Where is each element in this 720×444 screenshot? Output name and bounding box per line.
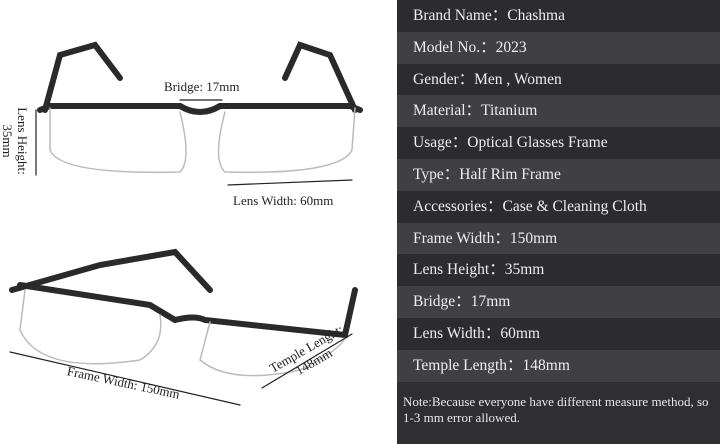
glasses-illustration [9, 41, 363, 406]
spec-value: Optical Glasses Frame [467, 134, 608, 152]
spec-value: 150mm [509, 229, 558, 247]
spec-value: 60mm [500, 324, 540, 342]
spec-row: Bridge：17mm [397, 286, 720, 318]
spec-value: Titanium [481, 102, 538, 120]
spec-value: Men , Women [474, 70, 562, 88]
spec-label: Lens Height： [413, 261, 505, 279]
lens-height-label: Lens Height: [15, 107, 30, 175]
spec-value: 35mm [504, 261, 545, 279]
spec-label: Bridge： [413, 293, 471, 311]
spec-row: Accessories：Case & Cleaning Cloth [397, 190, 720, 223]
note-text: Note:Because everyone have different mea… [403, 393, 709, 425]
spec-value: Case & Cleaning Cloth [502, 197, 647, 215]
spec-value: Half Rim Frame [459, 165, 561, 183]
spec-row: Model No.：2023 [397, 31, 720, 64]
spec-label: Brand Name： [413, 7, 508, 24]
spec-row: Lens Width：60mm [397, 317, 720, 350]
spec-label: Lens Width： [413, 324, 501, 342]
spec-value: 2023 [495, 38, 527, 56]
spec-label: Gender： [413, 70, 475, 88]
spec-value: Chashma [507, 7, 565, 24]
bridge-label: Bridge: 17mm [164, 79, 240, 94]
spec-label: Temple Length： [413, 356, 523, 374]
spec-label: Model No.： [413, 38, 496, 56]
spec-value: 148mm [522, 356, 570, 374]
lens-height-annotation: Lens Height: 35mm [0, 96, 30, 186]
spec-row: Lens Height：35mm [397, 254, 720, 287]
spec-row: Type：Half Rim Frame [397, 158, 720, 191]
lens-width-label: Lens Width: 60mm [233, 193, 334, 208]
spec-label: Frame Width： [413, 229, 510, 247]
spec-row: Material：Titanium [397, 95, 720, 128]
spec-value: 17mm [470, 293, 511, 311]
spec-label: Type： [413, 165, 460, 183]
spec-row: Brand Name：Chashma [397, 0, 720, 32]
spec-row: Usage：Optical Glasses Frame [397, 127, 720, 159]
spec-label: Usage： [413, 134, 468, 152]
product-image: Bridge: 17mm Lens Height: 35mm Lens Widt… [0, 41, 363, 406]
spec-label: Accessories： [413, 197, 503, 215]
lens-height-value: 35mm [0, 124, 15, 158]
spec-row: Frame Width：150mm [397, 222, 720, 255]
spec-label: Material： [413, 102, 482, 120]
spec-row: Temple Length：148mm [397, 349, 720, 382]
spec-row: Gender：Men , Women [397, 63, 720, 96]
